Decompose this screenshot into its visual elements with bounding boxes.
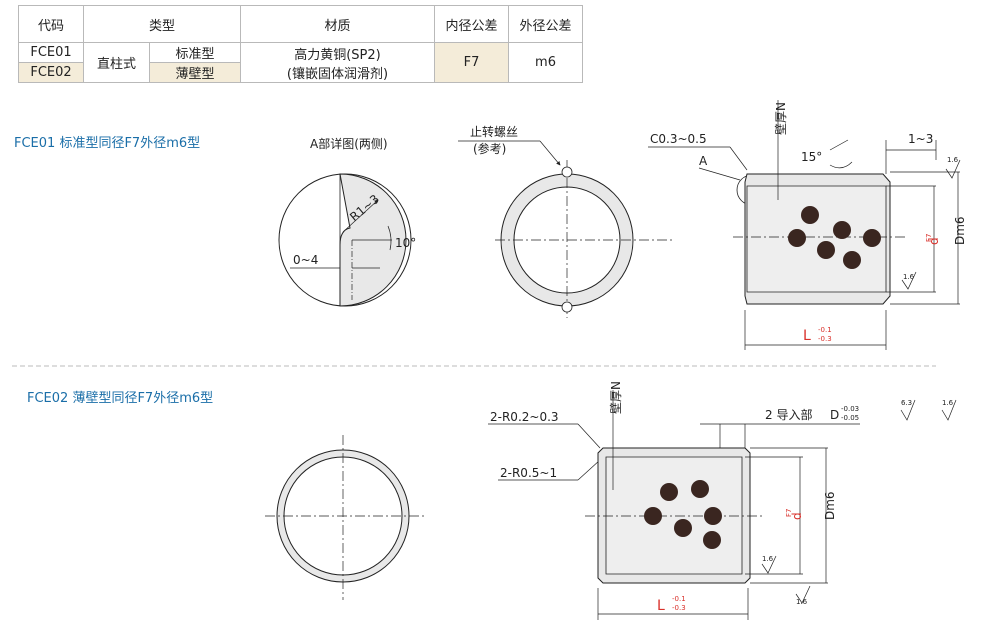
section2-title: FCE02 薄壁型同径F7外径m6型 <box>27 391 213 406</box>
ring-view <box>458 140 672 318</box>
anti-rot-sub: (参考) <box>473 141 506 156</box>
length-1: L <box>803 328 811 344</box>
dia-inner-sub-2: F7 <box>785 509 793 517</box>
header-inner-tol: 内径公差 <box>434 5 509 43</box>
type-thin: 薄壁型 <box>149 62 241 83</box>
side-view-1 <box>648 100 961 350</box>
material-cell: 高力黄铜(SP2) (镶嵌固体润滑剂) <box>240 42 435 83</box>
header-code: 代码 <box>18 5 84 43</box>
material-line2: (镶嵌固体润滑剂) <box>286 66 389 82</box>
rough-16c: 1.6 <box>796 598 808 606</box>
dia-outer-2: Dm6 <box>823 491 837 520</box>
header-type: 类型 <box>83 5 241 43</box>
len-tol-lo-2: -0.3 <box>672 604 686 612</box>
length-2: L <box>657 598 665 614</box>
rough-16b: 1.6 <box>762 555 774 563</box>
spec-table: 代码 类型 材质 内径公差 外径公差 FCE01 直柱式 标准型 高力黄铜(SP… <box>18 5 583 83</box>
dia-inner-1: d <box>927 237 941 245</box>
wall-label-2: 壁厚N <box>608 381 623 414</box>
section1-title: FCE01 标准型同径F7外径m6型 <box>14 136 200 151</box>
wall-label-1: 壁厚N <box>773 102 788 135</box>
rough-63: 6.3 <box>901 399 912 407</box>
header-outer-tol: 外径公差 <box>508 5 583 43</box>
inner-tol-value: F7 <box>434 42 509 83</box>
dia-outer-1: Dm6 <box>953 216 967 245</box>
type-main: 直柱式 <box>83 42 150 83</box>
len-tol-up-2: -0.1 <box>672 595 686 603</box>
outer-tol-value: m6 <box>508 42 583 83</box>
angle15: 15° <box>801 150 822 164</box>
d-tol-up: -0.03 <box>841 405 859 413</box>
material-line1: 高力黄铜(SP2) <box>294 47 381 63</box>
a-label: A <box>699 154 708 168</box>
detail-a-view <box>278 173 412 307</box>
detail-title: A部详图(两侧) <box>310 136 388 151</box>
r05-label: 2-R0.5~1 <box>500 466 557 480</box>
type-standard: 标准型 <box>149 42 241 63</box>
d-label: D <box>830 408 839 422</box>
chamfer-label: C0.3~0.5 <box>650 132 707 146</box>
dia-inner-sub-1: F7 <box>925 234 933 242</box>
dia-inner-2: d <box>790 512 804 520</box>
range-label: 0~4 <box>293 253 318 267</box>
angle-label: 10° <box>395 236 416 250</box>
rough2: 1.6 <box>903 273 915 281</box>
thin-ring-view <box>265 435 424 600</box>
d-tol-lo: -0.05 <box>841 414 859 422</box>
code-fce02: FCE02 <box>18 62 84 83</box>
r02-label: 2-R0.2~0.3 <box>490 410 559 424</box>
len13: 1~3 <box>908 132 933 146</box>
anti-rot-title: 止转螺丝 <box>470 124 518 139</box>
len-tol-lo-1: -0.3 <box>818 335 832 343</box>
rough-16a: 1.6 <box>942 399 954 407</box>
len-tol-up-1: -0.1 <box>818 326 832 334</box>
guide-label: 2 导入部 <box>765 407 812 422</box>
side-view-2 <box>488 390 957 620</box>
rough1: 1.6 <box>947 156 959 164</box>
